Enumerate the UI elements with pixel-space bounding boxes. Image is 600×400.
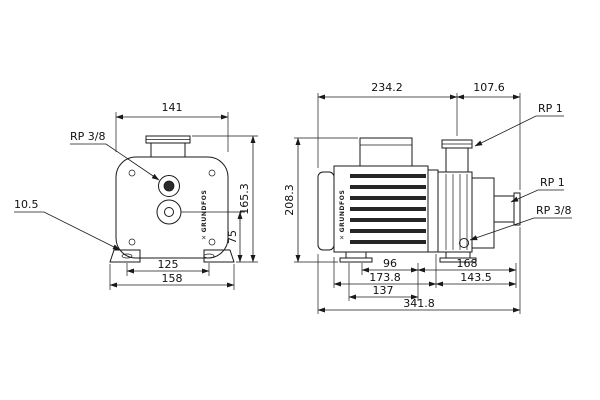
- dim-front-base-width: 158: [109, 264, 235, 290]
- end-port-cap: [513, 192, 521, 226]
- dim-side-173-8-label: 173.8: [369, 271, 401, 284]
- dim-side-total-length: 341.8: [317, 227, 521, 314]
- dim-front-height: 165.3: [192, 135, 258, 263]
- label-side-end-port: RP 1: [510, 176, 565, 203]
- side-top-port-label: RP 1: [538, 102, 563, 115]
- top-port-neck: [150, 142, 186, 158]
- motor-fin: [350, 196, 426, 200]
- top-port-neck-side: [445, 147, 469, 173]
- corner-bolt-hole: [208, 169, 216, 177]
- dim-side-height-label: 208.3: [283, 184, 296, 216]
- upper-port-circle: [158, 175, 180, 197]
- front-view: ✕GRUNDFOS: [109, 135, 235, 263]
- dim-side-total-length-label: 341.8: [403, 297, 435, 310]
- label-front-foot-hole: 10.5: [14, 198, 121, 251]
- dim-side-port-to-end: 107.6: [456, 81, 521, 190]
- motor-fin: [350, 229, 426, 233]
- side-drain-port-label: RP 3/8: [536, 204, 571, 217]
- dim-front-height-label: 165.3: [238, 183, 251, 215]
- dim-front-width: 141: [115, 101, 229, 152]
- pump-body-front: [115, 156, 229, 259]
- left-foot-slot: [121, 253, 133, 259]
- corner-bolt-hole: [128, 238, 136, 246]
- dim-front-bolt-spacing-label: 125: [158, 258, 179, 271]
- dim-side-96-label: 96: [383, 257, 397, 270]
- dim-front-bolt-spacing: 125: [126, 258, 210, 276]
- dim-side-length-to-port: 234.2: [317, 81, 458, 168]
- brand-logo-front: ✕GRUNDFOS: [201, 190, 208, 240]
- label-side-drain-port: RP 3/8: [469, 204, 572, 241]
- pump-foot-plate: [439, 257, 477, 263]
- label-side-top-port: RP 1: [474, 102, 564, 147]
- motor-flange: [427, 169, 439, 253]
- drain-plug: [459, 238, 469, 248]
- grundfos-x-icon: ✕: [201, 234, 208, 240]
- dim-front-port-height: 75: [181, 211, 245, 263]
- label-front-inlet-port: RP 3/8: [70, 130, 160, 181]
- terminal-box: [359, 137, 413, 167]
- left-foot: [109, 249, 141, 263]
- brand-logo-side: ✕GRUNDFOS: [339, 190, 346, 240]
- motor-fin: [350, 185, 426, 189]
- motor-fin: [350, 174, 426, 178]
- motor-fin: [350, 240, 426, 244]
- dim-side-height: 208.3: [283, 137, 358, 263]
- dim-side-143-5: 143.5: [435, 271, 517, 287]
- motor-foot-support: [345, 251, 367, 259]
- dim-side-143-5-label: 143.5: [460, 271, 492, 284]
- corner-bolt-hole: [128, 169, 136, 177]
- dim-side-168-label: 168: [457, 257, 478, 270]
- dim-front-port-height-label: 75: [226, 230, 239, 244]
- grundfos-x-icon: ✕: [339, 234, 346, 240]
- grundfos-logo-text: GRUNDFOS: [201, 190, 208, 233]
- dim-side-length-to-port-label: 234.2: [371, 81, 403, 94]
- front-inlet-port-label: RP 3/8: [70, 130, 105, 143]
- motor-foot-plate: [339, 257, 373, 263]
- grundfos-logo-text: GRUNDFOS: [339, 190, 346, 233]
- dim-front-base-width-label: 158: [162, 272, 183, 285]
- right-foot: [203, 249, 235, 263]
- dim-side-168: 168: [417, 257, 517, 288]
- pump-head: [471, 177, 495, 249]
- upper-port-hole: [163, 180, 175, 192]
- right-foot-slot: [203, 253, 215, 259]
- side-end-port-label: RP 1: [540, 176, 565, 189]
- side-view: ✕GRUNDFOS: [317, 137, 521, 263]
- lower-port-hole: [164, 207, 174, 217]
- dim-front-width-label: 141: [162, 101, 183, 114]
- lower-port-circle: [156, 199, 182, 225]
- end-port-stub: [493, 195, 515, 223]
- front-foot-hole-label: 10.5: [14, 198, 39, 211]
- corner-bolt-hole: [208, 238, 216, 246]
- fan-cover: [317, 171, 335, 251]
- dim-side-137: 137: [348, 263, 419, 301]
- dim-side-port-to-end-label: 107.6: [473, 81, 505, 94]
- dim-side-137-label: 137: [373, 284, 394, 297]
- motor-fin: [350, 207, 426, 211]
- motor-fin: [350, 218, 426, 222]
